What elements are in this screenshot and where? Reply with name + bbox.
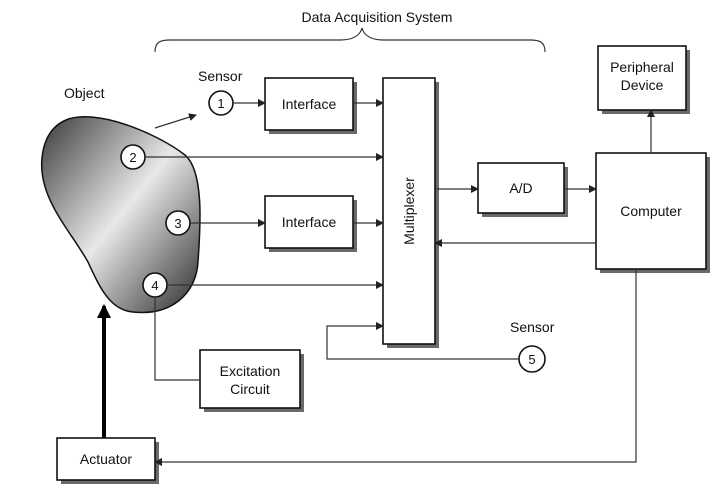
sensor-top-label: Sensor [198,68,243,84]
ad-label: A/D [509,180,532,196]
sensor-3-number: 3 [174,216,181,231]
excitation-circuit-box [199,349,301,409]
excitation-label-line2: Circuit [230,381,270,397]
sensor-5-number: 5 [528,352,535,367]
line-sensor5-multiplexer [326,322,519,360]
interface-box-1 [264,77,354,131]
interface-box-2 [264,195,354,249]
sensor-2-number: 2 [129,150,136,165]
diagram-title: Data Acquisition System [302,9,453,25]
computer-label: Computer [620,203,682,219]
line-sensor4-excitation [154,297,200,381]
line-computer-actuator [154,269,637,466]
sensor-5: 5 [518,345,546,373]
sensor-3: 3 [165,210,191,236]
sensor-1: 1 [208,90,234,116]
sensor-4-number: 4 [151,278,158,293]
sensor-1-number: 1 [217,96,224,111]
excitation-label-line1: Excitation [220,363,281,379]
sensor-4: 4 [142,272,168,298]
title-brace [154,27,546,53]
multiplexer-box [382,77,436,345]
object-shape [40,116,201,314]
sensor-pointer-arrow [154,113,197,129]
object-label: Object [64,85,105,101]
peripheral-device-box [597,45,687,111]
interface-2-label: Interface [282,214,337,230]
sensor-2: 2 [120,144,146,170]
actuator-label: Actuator [80,451,132,467]
sensor-bottom-label: Sensor [510,319,555,335]
peripheral-label-line2: Device [621,77,664,93]
computer-box [595,152,707,270]
peripheral-label-line1: Peripheral [610,59,674,75]
interface-1-label: Interface [282,96,337,112]
ad-converter-box [477,162,565,214]
multiplexer-label: Multiplexer [401,177,417,245]
